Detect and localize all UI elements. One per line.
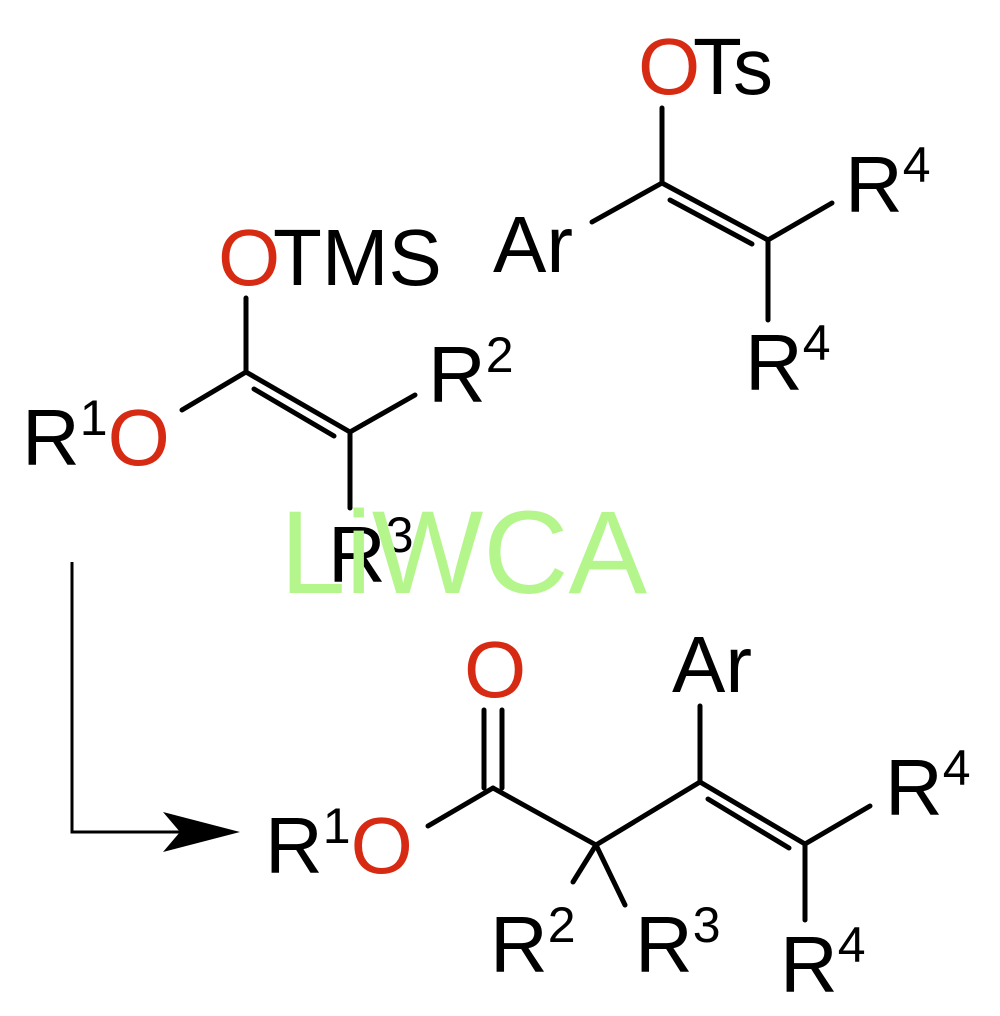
r4-bottom-label: R4 [745, 315, 831, 407]
r4-top-label: R4 [845, 137, 931, 229]
alkoxy-oxygen: O [108, 393, 170, 482]
vinyl-tosylate: O Ts Ar R4 R4 [493, 22, 931, 407]
double-bond-inner [667, 197, 755, 247]
bond-carbonyl-c-quaternary [490, 785, 599, 848]
bond-c-aryl [589, 180, 665, 225]
tosyl-group-label: Ts [693, 22, 773, 111]
r4-bottom-r: R [745, 318, 803, 407]
r1-superscript: 1 [80, 390, 108, 446]
bond-c-r2 [347, 392, 418, 435]
bond-c-alkoxy-oxygen [179, 369, 249, 413]
aryl-group-label: Ar [493, 200, 573, 289]
carbonyl-oxygen-label: O [464, 625, 526, 714]
product-r4-top-r: R [885, 743, 943, 832]
r4-top-superscript: 4 [903, 137, 931, 193]
product-r4-top-superscript: 4 [943, 740, 971, 796]
product-r1-superscript: 1 [323, 798, 351, 854]
double-bond-inner [705, 796, 792, 851]
tosylate-oxygen-label: O [638, 22, 700, 111]
product-r2-label: R2 [490, 897, 576, 989]
product-r2-superscript: 2 [548, 897, 576, 953]
r2-label: R2 [428, 327, 514, 419]
product-alkoxy-oxygen: O [351, 801, 413, 890]
catalyst-watermark: LiWCA [280, 487, 647, 619]
bond-quaternary-vinyl [593, 779, 703, 848]
silyl-ketene-acetal: O TMS R1O R2 R3 [22, 213, 514, 599]
r4-top-r: R [845, 140, 903, 229]
product-aryl-label: Ar [672, 620, 752, 709]
product-r3-r: R [635, 900, 693, 989]
bond-c-r4-top [765, 200, 835, 243]
product-r4-bottom-superscript: 4 [838, 917, 866, 973]
r1-alkoxy-label: R1O [22, 390, 170, 482]
arrow-shaft [70, 562, 180, 834]
r3-label: R3 [328, 507, 414, 599]
product-r2-r: R [490, 900, 548, 989]
r3-superscript: 3 [386, 507, 414, 563]
bond-carbonyl-c-oxygen [425, 785, 496, 829]
r2-superscript: 2 [486, 327, 514, 383]
product-r4-bottom-r: R [780, 920, 838, 1009]
product: O Ar R1O R2 R3 R4 R4 [265, 620, 971, 1009]
r3-r: R [328, 510, 386, 599]
product-r1-alkoxy-label: R1O [265, 798, 413, 890]
double-bond-inner [251, 386, 337, 439]
product-r3-superscript: 3 [693, 897, 721, 953]
double-bond-outer [697, 779, 808, 847]
r2-r: R [428, 330, 486, 419]
double-bond-outer [243, 369, 353, 435]
bond-vinyl-r4-top [802, 803, 873, 847]
silyl-oxygen-label: O [218, 213, 280, 302]
r4-bottom-superscript: 4 [803, 315, 831, 371]
product-r4-top-label: R4 [885, 740, 971, 832]
bond-quaternary-r2 [570, 842, 599, 885]
arrow-head [163, 812, 240, 852]
product-r3-label: R3 [635, 897, 721, 989]
product-r1-r: R [265, 801, 323, 890]
bond-quaternary-r3 [593, 842, 628, 908]
r1-r: R [22, 393, 80, 482]
product-r4-bottom-label: R4 [780, 917, 866, 1009]
double-bond-outer [659, 180, 771, 243]
silyl-group-label: TMS [273, 213, 442, 302]
reaction-arrow [70, 562, 240, 852]
